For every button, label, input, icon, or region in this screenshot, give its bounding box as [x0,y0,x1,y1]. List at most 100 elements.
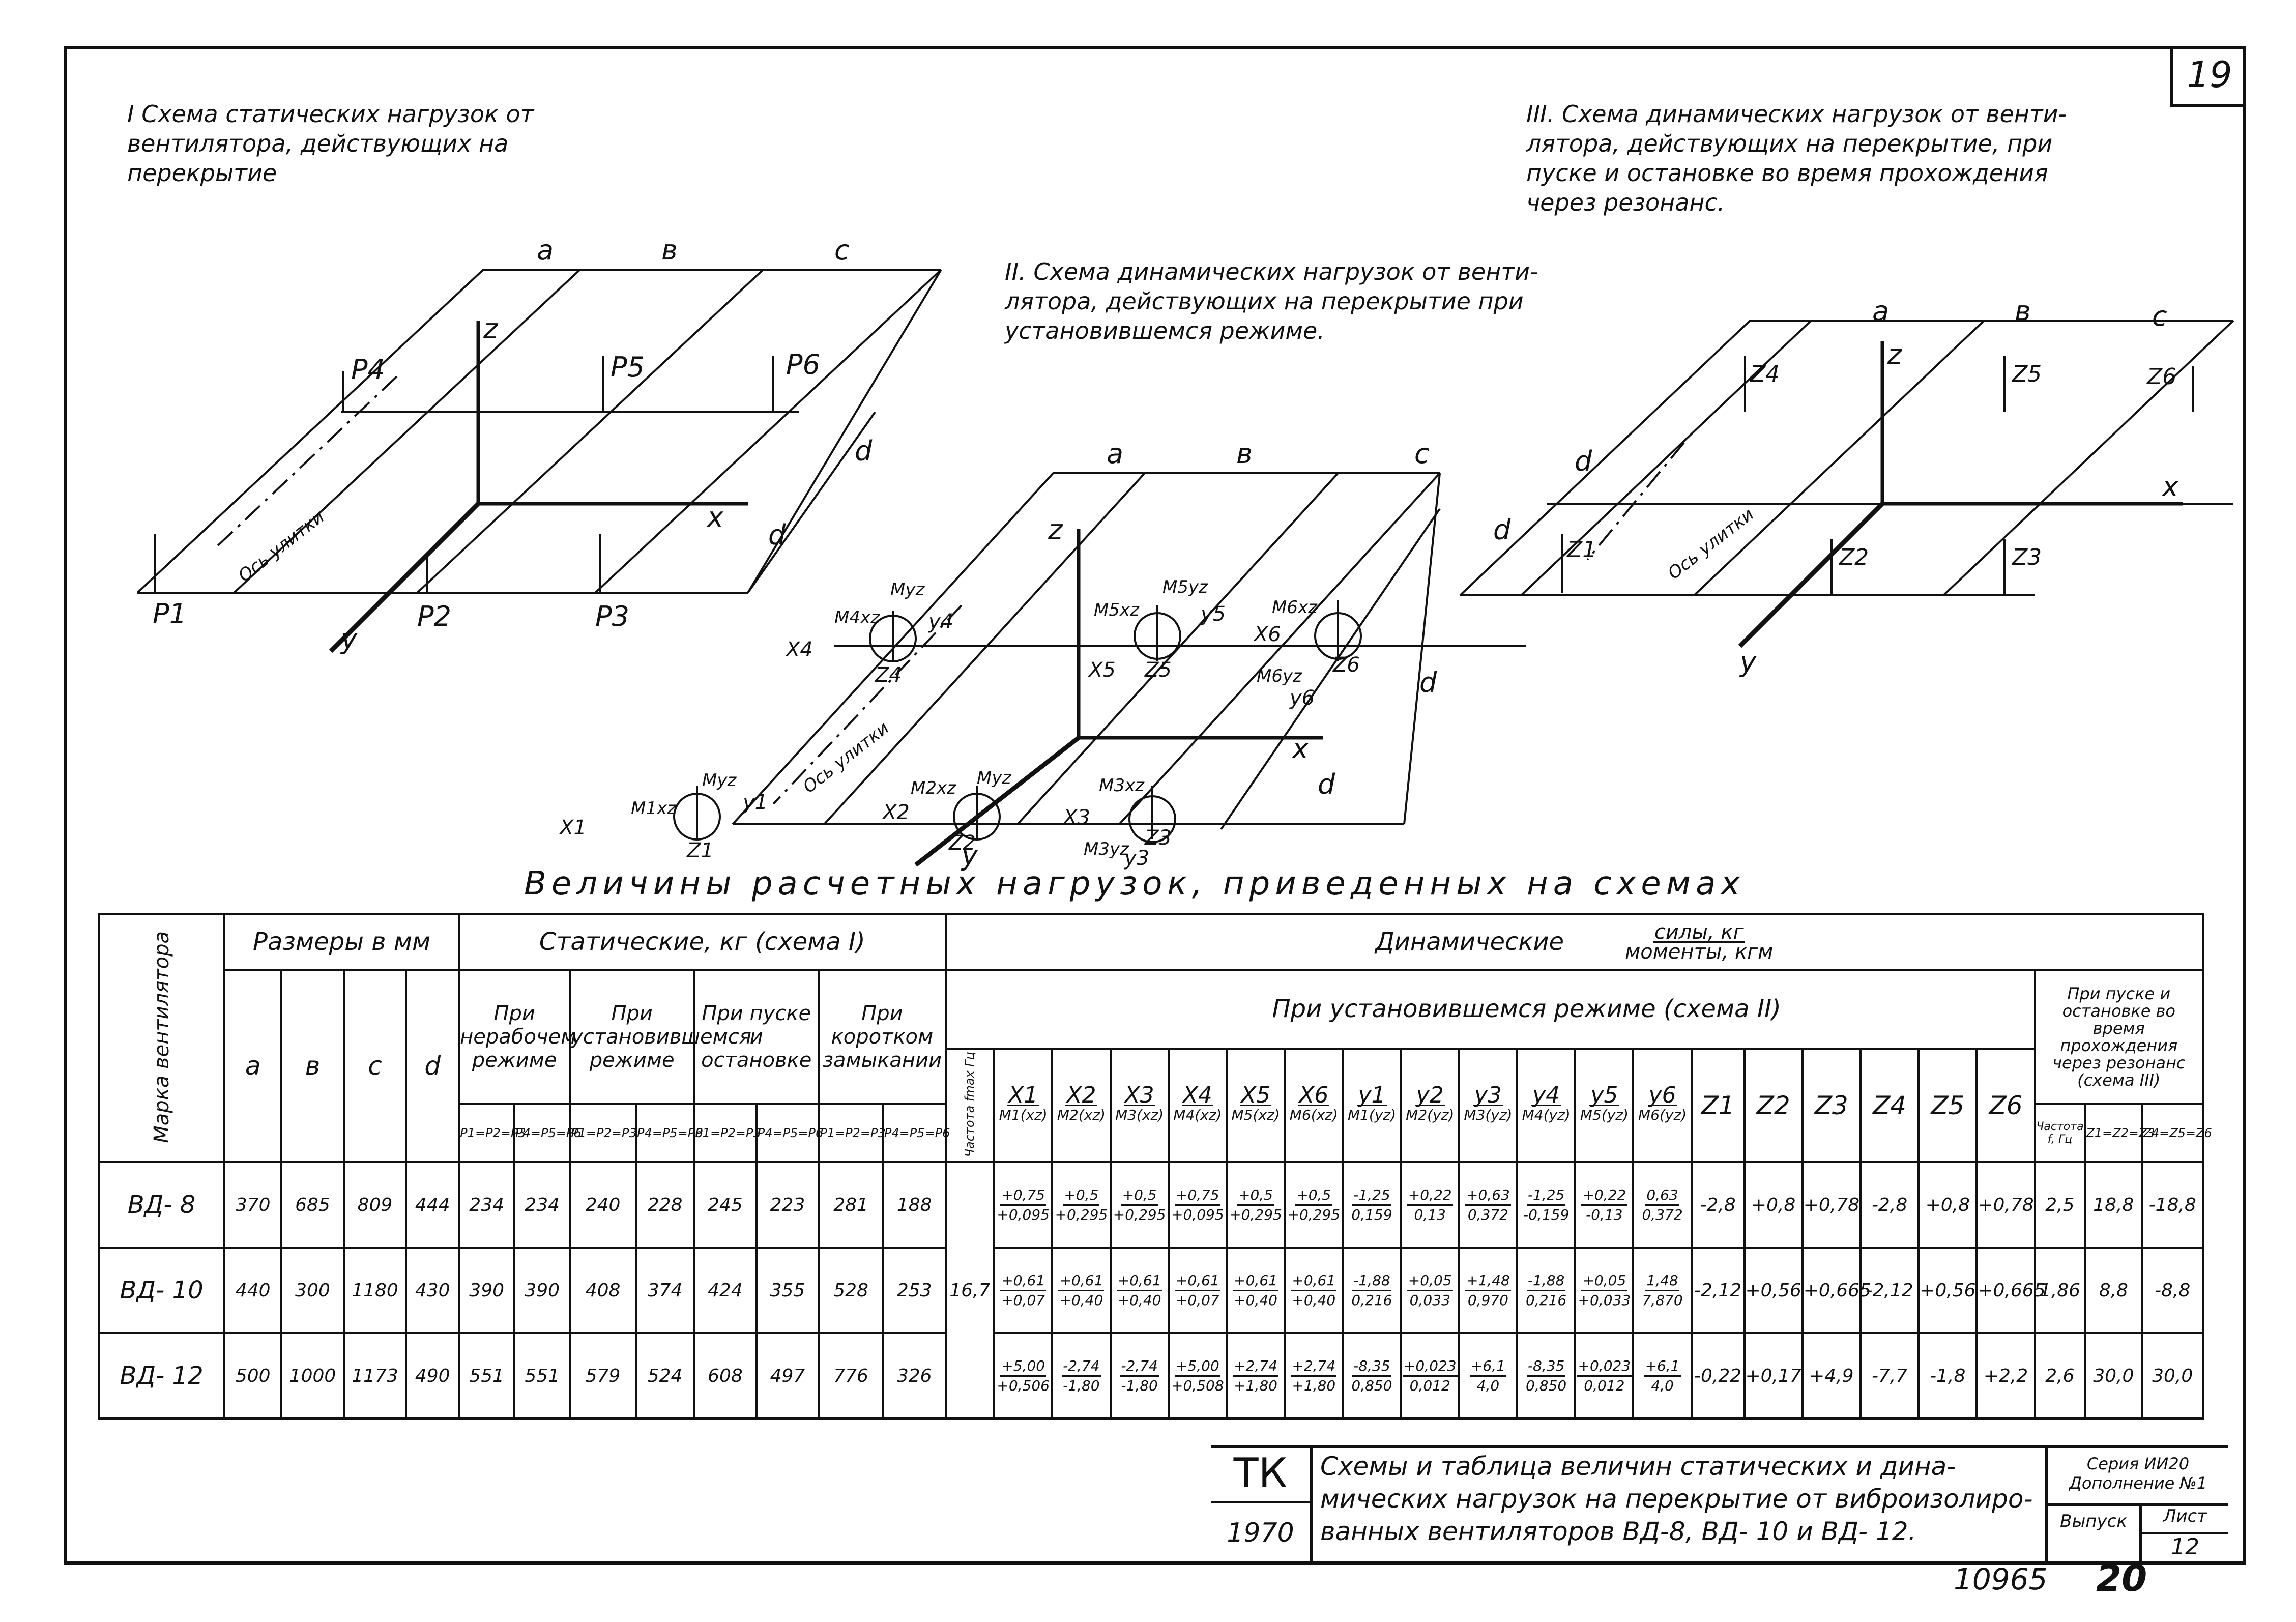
startup-mode-header: При пуске и остановке во время прохожден… [2033,968,2204,1105]
h-z1: Z1 [1690,1048,1746,1164]
moment-value: 0,033 [1409,1291,1450,1309]
h-x6-f: X6 [1298,1082,1330,1109]
resonance-cell: 2,6 [2033,1332,2086,1420]
static-sub-4: P4=P5=P6 [634,1103,703,1164]
h-z6: Z6 [1975,1048,2036,1164]
moment-value: 4,0 [1476,1377,1500,1394]
scheme2-diagram [673,472,1526,867]
scheme3-diagram [1459,320,2234,648]
size-cell: 1173 [342,1332,408,1420]
h-y1-m: M1(yz) [1347,1107,1397,1124]
moment-value: +0,40 [1234,1291,1277,1309]
page-number: 20 [2096,1557,2147,1600]
force-value: +2,74 [1233,1357,1278,1377]
z-cell: -2,12 [1859,1247,1920,1335]
dim-c-3: c [2152,300,2167,332]
brand-cell: ВД- 10 [97,1247,226,1335]
sizes-header: Размеры в мм [223,913,460,971]
moment-value: +1,80 [1292,1377,1336,1394]
title-block-frame [1211,1445,2228,1562]
force-value: +0,05 [1581,1271,1627,1291]
scheme1-diagram [136,269,942,653]
force-value: +5,00 [1174,1357,1220,1377]
moment-value: +0,508 [1171,1377,1224,1394]
dynamic-cell: -2,74-1,80 [1109,1332,1170,1420]
load-X5: X5 [1088,658,1116,682]
brand-header: Марка вентилятора [150,931,173,1144]
force-value: +0,61 [1291,1271,1337,1291]
h-x4-f: X4 [1181,1082,1213,1109]
force-value: 0,63 [1645,1186,1679,1206]
force-value: +1,48 [1465,1271,1511,1291]
scheme1-caption: I Схема статических нагрузок от вентилят… [127,100,534,187]
load-M1xz: M1xz [631,798,677,819]
force-value: +0,61 [1174,1271,1220,1291]
sheet-value: 12 [2171,1534,2199,1560]
static-cell: 528 [818,1247,884,1335]
moment-value: +0,095 [1171,1206,1224,1223]
load-Z4: Z4 [875,663,902,687]
archive-code: 10965 [1954,1562,2048,1597]
table-title: Величины расчетных нагрузок, приведенных… [524,865,1746,903]
force-value: +0,023 [1402,1357,1458,1377]
resonance-cell: 18,8 [2084,1161,2143,1249]
resonance-cell: 1,86 [2033,1247,2086,1335]
loads-table: Марка вентилятора Размеры в мм Статическ… [97,913,2212,1420]
h-y3-m: M3(yz) [1464,1107,1513,1124]
moment-value: +0,40 [1292,1291,1336,1309]
dim-a-2: a [1107,438,1123,470]
load-Z5: Z5 [1144,658,1172,682]
z-cell: +0,665 [1801,1247,1871,1335]
axis-x-3: x [2161,471,2179,503]
h-y5-f: y5 [1589,1082,1619,1109]
moment-value: 0,216 [1526,1291,1567,1309]
force-value: +0,61 [1116,1271,1162,1291]
force-value: +0,05 [1407,1271,1453,1291]
moment-value: 0,216 [1351,1291,1392,1309]
load-Z4-s3: Z4 [1750,361,1780,387]
z-cell: +0,56 [1743,1247,1804,1335]
load-P5: P5 [611,351,645,383]
z-cell: +0,78 [1801,1161,1862,1249]
size-cell: 500 [223,1332,283,1420]
scroll-axis-1: Ось улитки [235,507,328,586]
h-x1-f: X1 [1007,1082,1039,1109]
static-cell: 776 [818,1332,884,1420]
size-cell: 370 [223,1161,283,1249]
load-Z1: Z1 [686,839,714,862]
h-z3: Z3 [1801,1048,1862,1164]
static-cell: 228 [634,1161,695,1249]
axis-y-2: y [961,839,978,872]
dynamic-cell: +5,00+0,508 [1167,1332,1228,1420]
size-c-header: c [342,968,408,1164]
load-P6: P6 [786,349,820,381]
z-cell: -2,8 [1690,1161,1746,1249]
h-y2-m: M2(yz) [1406,1107,1455,1124]
static-cell: 188 [882,1161,947,1249]
force-value: -8,35 [1526,1357,1566,1377]
axis-z-2: z [1048,514,1063,546]
year: 1970 [1211,1503,1313,1562]
size-cell: 490 [405,1332,460,1420]
load-X3: X3 [1062,806,1090,829]
z-cell: +0,8 [1743,1161,1804,1249]
dim-a-3: a [1872,295,1889,327]
force-value: +0,023 [1577,1357,1632,1377]
static-cell: 497 [755,1332,820,1420]
h-y3-f: y3 [1473,1082,1503,1109]
load-M6xz: M6xz [1272,597,1318,618]
static-cell: 240 [569,1161,637,1249]
h-x1-m: M1(xz) [999,1107,1048,1124]
load-M2xz: M2xz [911,778,956,798]
moment-value: +0,07 [1001,1291,1045,1309]
